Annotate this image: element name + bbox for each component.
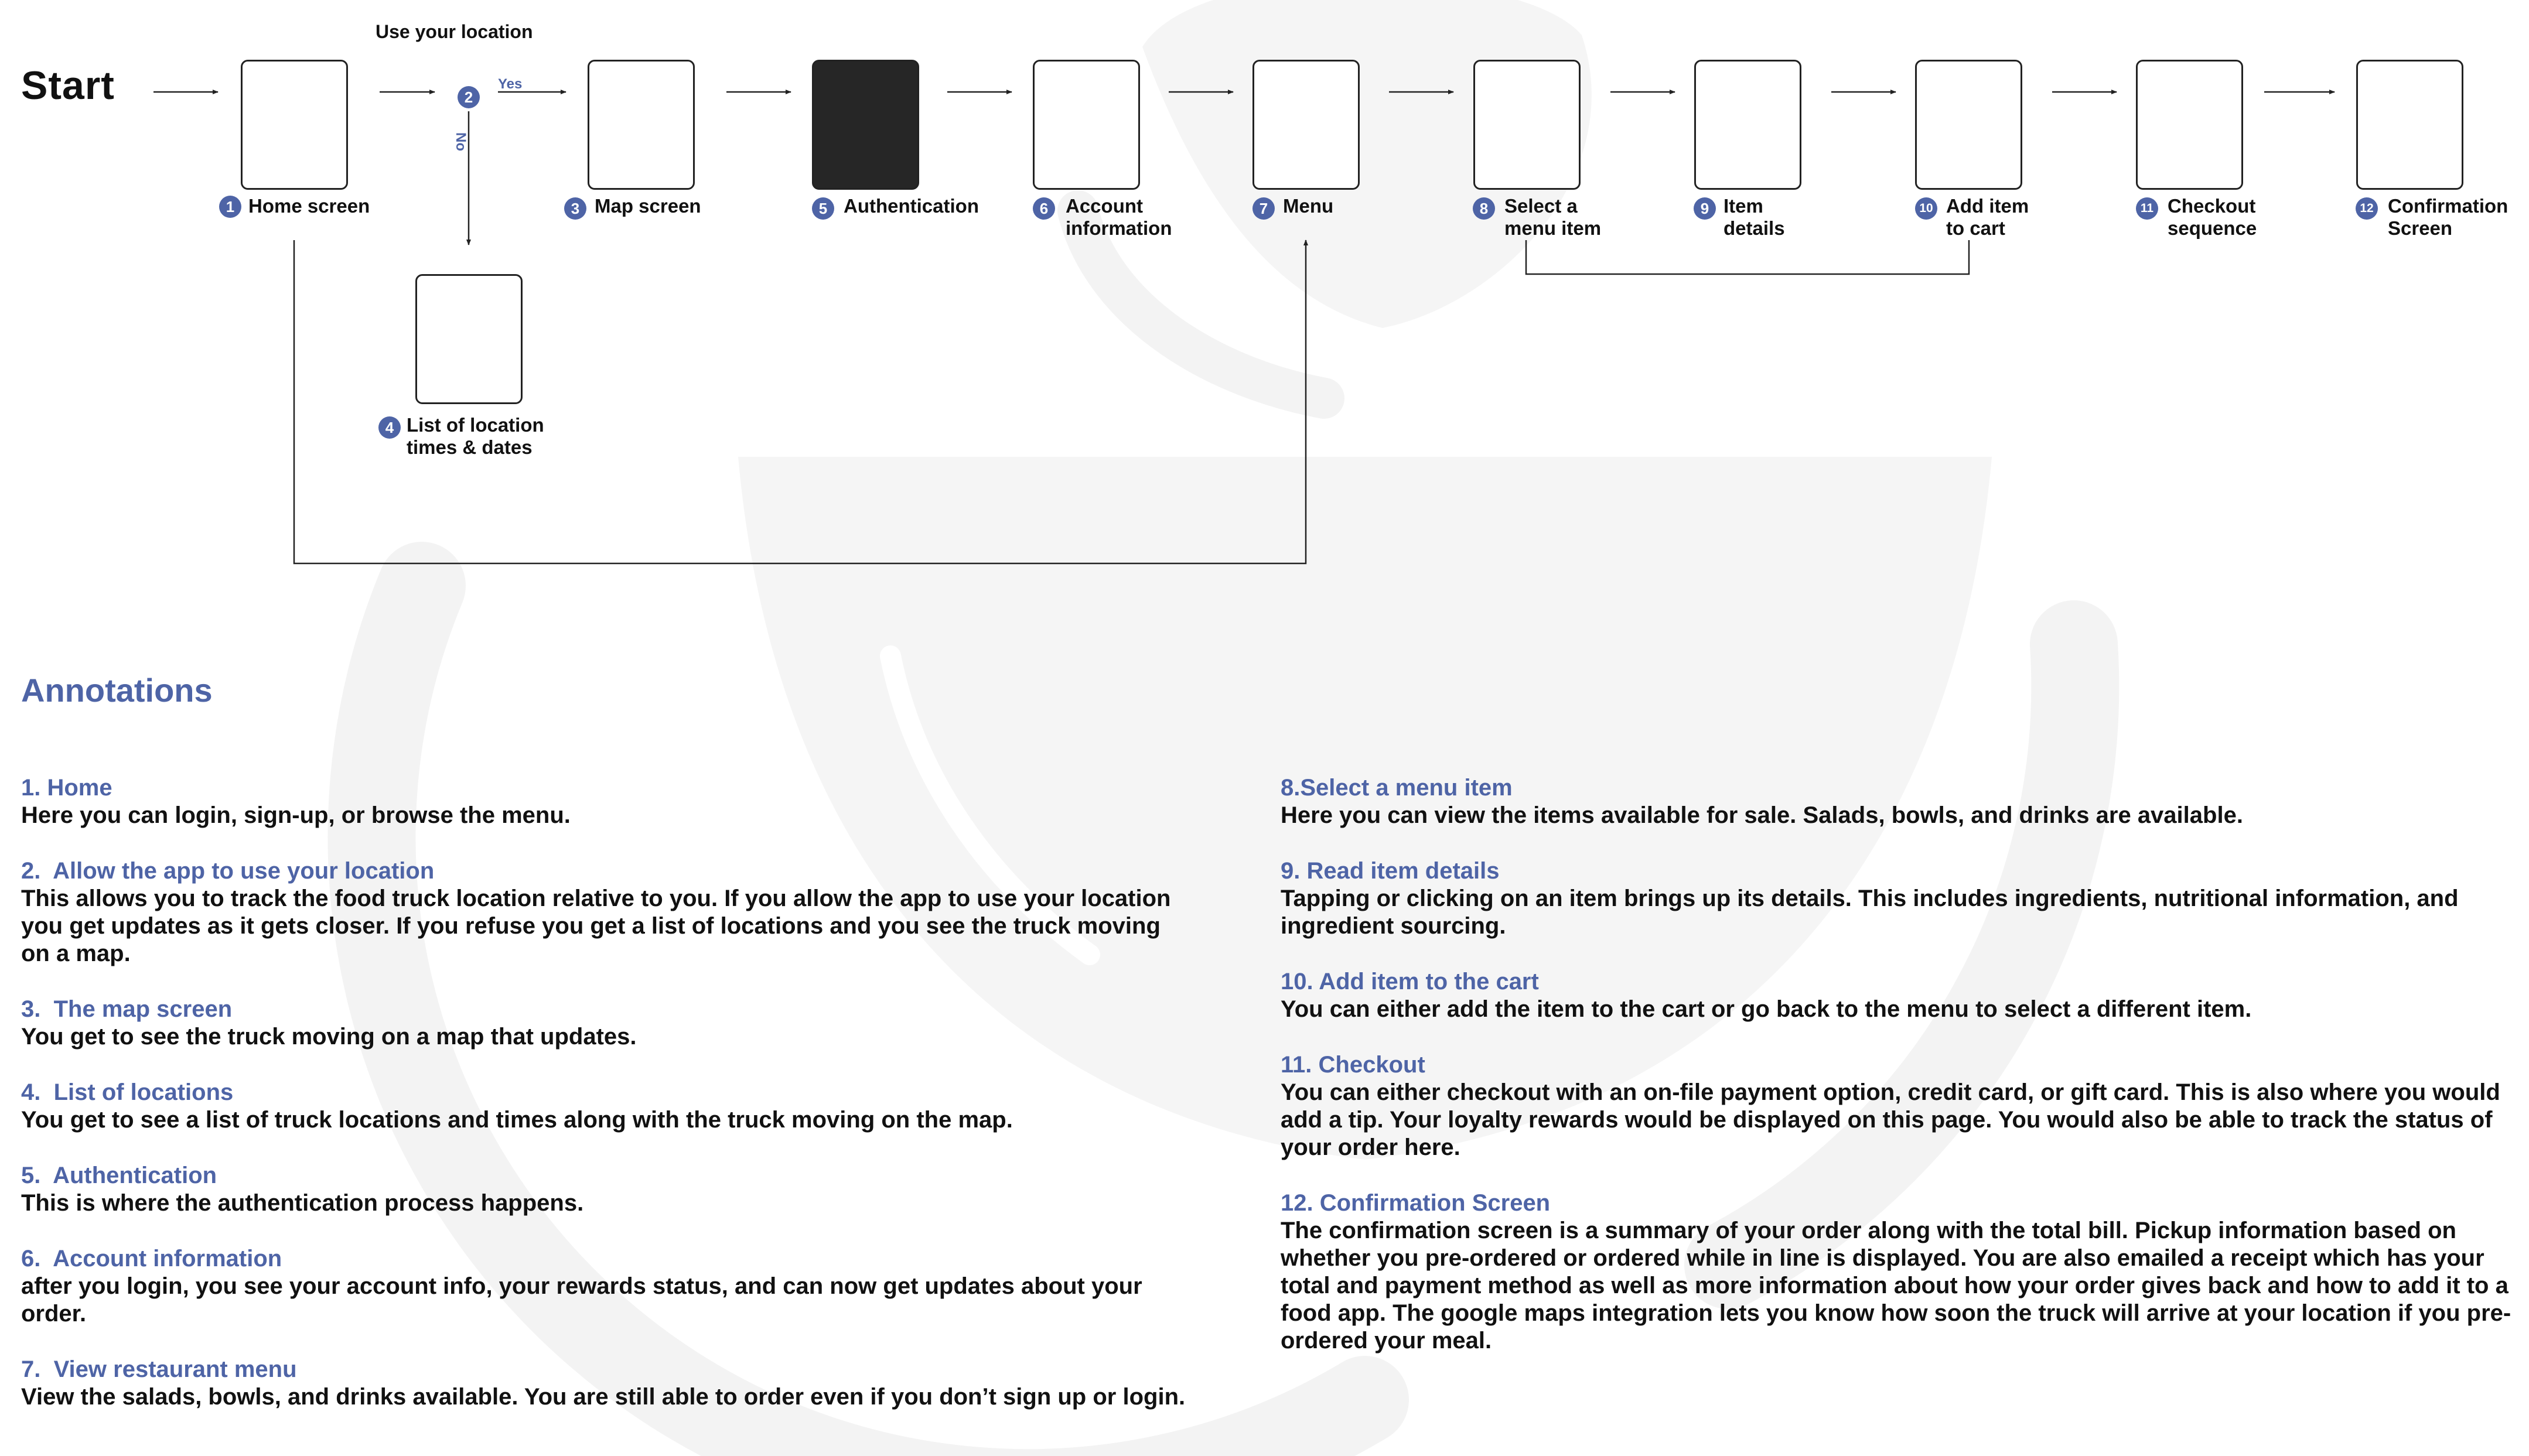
screen-select-menu-item <box>1473 60 1581 190</box>
start-label: Start <box>21 63 115 108</box>
step-number-1: 1 <box>219 196 241 218</box>
screen-label-checkout-sequence: Checkout sequence <box>2168 195 2257 239</box>
step-number-7: 7 <box>1252 197 1275 220</box>
annotation-title: 11. Checkout <box>1281 1052 1425 1078</box>
step-number-5: 5 <box>812 197 834 220</box>
annotation-6: 6. Account information after you login, … <box>21 1245 1187 1328</box>
annotation-9: 9. Read item details Tapping or clicking… <box>1281 857 2517 940</box>
annotation-title: 4. List of locations <box>21 1079 234 1105</box>
annotation-title: 12. Confirmation Screen <box>1281 1190 1551 1216</box>
annotation-title: 2. Allow the app to use your location <box>21 858 435 884</box>
annotation-body: Here you can view the items available fo… <box>1281 802 2243 828</box>
annotation-7: 7. View restaurant menu View the salads,… <box>21 1356 1187 1411</box>
screen-checkout-sequence <box>2136 60 2243 190</box>
screen-label-map: Map screen <box>595 195 701 217</box>
screen-item-details <box>1694 60 1801 190</box>
screen-home <box>241 60 348 190</box>
annotation-title: 8.Select a menu item <box>1281 775 1513 801</box>
yes-label: Yes <box>498 76 523 92</box>
screen-label-authentication: Authentication <box>844 195 979 217</box>
flow-connectors <box>153 90 2335 565</box>
annotation-body: This allows you to track the food truck … <box>21 886 1171 966</box>
screen-label-item-details: Item details <box>1723 195 1785 239</box>
step-number-9: 9 <box>1694 197 1716 220</box>
annotation-3: 3. The map screen You get to see the tru… <box>21 996 1187 1051</box>
annotation-body: The confirmation screen is a summary of … <box>1281 1218 2511 1354</box>
screen-label-menu: Menu <box>1283 195 1334 217</box>
annotation-title: 5. Authentication <box>21 1163 217 1188</box>
screen-add-item-to-cart <box>1915 60 2022 190</box>
screen-label-home: Home screen <box>248 195 370 217</box>
annotation-4: 4. List of locations You get to see a li… <box>21 1079 1187 1134</box>
screen-authentication <box>812 60 919 190</box>
screen-label-list-of-locations: List of location times & dates <box>407 414 544 458</box>
use-location-label: Use your location <box>376 21 533 42</box>
annotations-left-column: 1. Home Here you can login, sign-up, or … <box>21 774 1187 1411</box>
annotation-8: 8.Select a menu item Here you can view t… <box>1281 774 2517 829</box>
annotation-body: This is where the authentication process… <box>21 1190 584 1216</box>
annotation-title: 9. Read item details <box>1281 858 1500 884</box>
screen-label-select-menu-item: Select a menu item <box>1504 195 1602 239</box>
annotation-body: You can either checkout with an on-file … <box>1281 1079 2500 1160</box>
annotations-right-column: 8.Select a menu item Here you can view t… <box>1281 774 2517 1355</box>
screen-map <box>588 60 695 190</box>
annotation-12: 12. Confirmation Screen The confirmation… <box>1281 1190 2517 1355</box>
arrow-home-to-menu <box>293 240 1308 565</box>
screen-menu <box>1252 60 1360 190</box>
annotation-title: 10. Add item to the cart <box>1281 969 1539 994</box>
step-number-10: 10 <box>1915 197 1937 220</box>
screen-confirmation <box>2356 60 2463 190</box>
step-number-12: 12 <box>2356 197 2378 220</box>
annotation-body: You get to see a list of truck locations… <box>21 1107 1013 1133</box>
step-number-3: 3 <box>564 197 586 220</box>
annotation-body: Here you can login, sign-up, or browse t… <box>21 802 571 828</box>
annotation-5: 5. Authentication This is where the auth… <box>21 1162 1187 1217</box>
annotation-body: View the salads, bowls, and drinks avail… <box>21 1384 1186 1410</box>
annotation-11: 11. Checkout You can either checkout wit… <box>1281 1051 2517 1161</box>
annotation-body: You get to see the truck moving on a map… <box>21 1024 637 1050</box>
annotation-title: 7. View restaurant menu <box>21 1356 297 1382</box>
screen-label-confirmation: Confirmation Screen <box>2388 195 2508 239</box>
screen-label-add-item-to-cart: Add item to cart <box>1946 195 2029 239</box>
loop-select-cart <box>1525 240 1970 275</box>
annotation-body: after you login, you see your account in… <box>21 1273 1142 1327</box>
annotation-title: 3. The map screen <box>21 996 233 1022</box>
annotation-2: 2. Allow the app to use your location Th… <box>21 857 1187 968</box>
screen-label-account-information: Account information <box>1066 195 1172 239</box>
annotations-heading: Annotations <box>21 672 213 709</box>
annotation-body: Tapping or clicking on an item brings up… <box>1281 886 2459 939</box>
step-number-6: 6 <box>1033 197 1055 220</box>
screen-list-of-locations <box>415 274 523 404</box>
annotation-title: 6. Account information <box>21 1246 282 1272</box>
decision-node: 2 <box>458 86 480 108</box>
screen-account-information <box>1033 60 1140 190</box>
annotation-title: 1. Home <box>21 775 112 801</box>
step-number-4: 4 <box>378 416 401 439</box>
annotation-body: You can either add the item to the cart … <box>1281 996 2252 1022</box>
step-number-11: 11 <box>2136 197 2158 220</box>
annotation-1: 1. Home Here you can login, sign-up, or … <box>21 774 1187 829</box>
step-number-8: 8 <box>1473 197 1495 220</box>
no-label: No <box>453 132 469 151</box>
annotation-10: 10. Add item to the cart You can either … <box>1281 968 2517 1023</box>
